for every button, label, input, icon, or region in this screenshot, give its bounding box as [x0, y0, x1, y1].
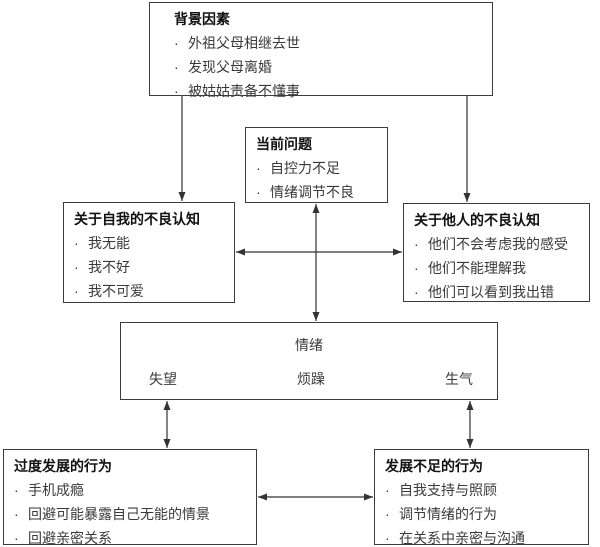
bullet-icon: · — [174, 59, 179, 75]
item-text: 他们可以看到我出错 — [428, 284, 554, 300]
bullet-icon: · — [256, 160, 261, 176]
box-title: 当前问题 — [256, 136, 312, 152]
bullet-icon: · — [74, 283, 79, 299]
emotions-box: 情绪 失望 烦躁 生气 — [120, 322, 498, 400]
emotion-label: 生气 — [445, 371, 473, 387]
underdeveloped-behaviors-box: 发展不足的行为 · 自我支持与照顾 · 调节情绪的行为 · 在关系中亲密与沟通 — [374, 449, 589, 547]
bullet-icon: · — [385, 506, 390, 522]
item-text: 发现父母离婚 — [188, 59, 272, 75]
box-title: 发展不足的行为 — [385, 458, 483, 474]
box-title: 过度发展的行为 — [14, 458, 112, 474]
emotion-label: 失望 — [149, 371, 177, 387]
item-text: 我无能 — [88, 235, 130, 251]
item-text: 被姑姑责备不懂事 — [188, 83, 300, 99]
list-item: · 外祖父母相继去世 — [174, 31, 484, 55]
background-factors-box: 背景因素 · 外祖父母相继去世 · 发现父母离婚 · 被姑姑责备不懂事 — [149, 2, 493, 99]
bullet-icon: · — [385, 530, 390, 546]
item-text: 回避可能暴露自己无能的情景 — [28, 506, 210, 522]
list-item: · 被姑姑责备不懂事 — [174, 79, 484, 103]
current-problems-box: 当前问题 · 自控力不足 · 情绪调节不良 — [245, 127, 388, 203]
list-item: · 我无能 — [74, 231, 226, 255]
item-text: 回避亲密关系 — [28, 530, 112, 546]
item-text: 他们不会考虑我的感受 — [428, 236, 568, 252]
bullet-icon: · — [174, 35, 179, 51]
bullet-icon: · — [385, 482, 390, 498]
bullet-icon: · — [256, 184, 261, 200]
item-text: 他们不能理解我 — [428, 260, 526, 276]
overdeveloped-behaviors-box: 过度发展的行为 · 手机成瘾 · 回避可能暴露自己无能的情景 · 回避亲密关系 — [3, 449, 257, 547]
bullet-icon: · — [414, 260, 419, 276]
bullet-icon: · — [14, 506, 19, 522]
list-item: · 情绪调节不良 — [256, 180, 379, 204]
emotions-row: 失望 烦躁 生气 — [121, 369, 497, 389]
list-item: · 回避可能暴露自己无能的情景 — [14, 502, 248, 526]
list-item: · 他们不会考虑我的感受 — [414, 232, 581, 256]
bullet-icon: · — [74, 259, 79, 275]
list-item: · 他们不能理解我 — [414, 256, 581, 280]
self-beliefs-box: 关于自我的不良认知 · 我无能 · 我不好 · 我不可爱 — [63, 202, 235, 303]
box-title: 情绪 — [295, 337, 323, 353]
item-text: 我不可爱 — [88, 283, 144, 299]
list-item: · 回避亲密关系 — [14, 526, 248, 547]
list-item: · 自控力不足 — [256, 156, 379, 180]
item-text: 我不好 — [88, 259, 130, 275]
list-item: · 发现父母离婚 — [174, 55, 484, 79]
box-title: 关于自我的不良认知 — [74, 211, 200, 227]
box-title: 背景因素 — [174, 11, 230, 27]
item-text: 在关系中亲密与沟通 — [399, 530, 525, 546]
bullet-icon: · — [174, 83, 179, 99]
list-item: · 在关系中亲密与沟通 — [385, 526, 580, 547]
item-text: 自我支持与照顾 — [399, 482, 497, 498]
bullet-icon: · — [74, 235, 79, 251]
list-item: · 手机成瘾 — [14, 478, 248, 502]
bullet-icon: · — [14, 482, 19, 498]
item-text: 自控力不足 — [270, 160, 340, 176]
bullet-icon: · — [14, 530, 19, 546]
item-text: 情绪调节不良 — [270, 184, 354, 200]
item-text: 外祖父母相继去世 — [188, 35, 300, 51]
item-text: 调节情绪的行为 — [399, 506, 497, 522]
bullet-icon: · — [414, 284, 419, 300]
emotion-label: 烦躁 — [297, 371, 325, 387]
list-item: · 我不好 — [74, 255, 226, 279]
box-title: 关于他人的不良认知 — [414, 212, 540, 228]
item-text: 手机成瘾 — [28, 482, 84, 498]
other-beliefs-box: 关于他人的不良认知 · 他们不会考虑我的感受 · 他们不能理解我 · 他们可以看… — [403, 203, 590, 302]
list-item: · 我不可爱 — [74, 279, 226, 303]
list-item: · 调节情绪的行为 — [385, 502, 580, 526]
list-item: · 他们可以看到我出错 — [414, 280, 581, 304]
list-item: · 自我支持与照顾 — [385, 478, 580, 502]
bullet-icon: · — [414, 236, 419, 252]
